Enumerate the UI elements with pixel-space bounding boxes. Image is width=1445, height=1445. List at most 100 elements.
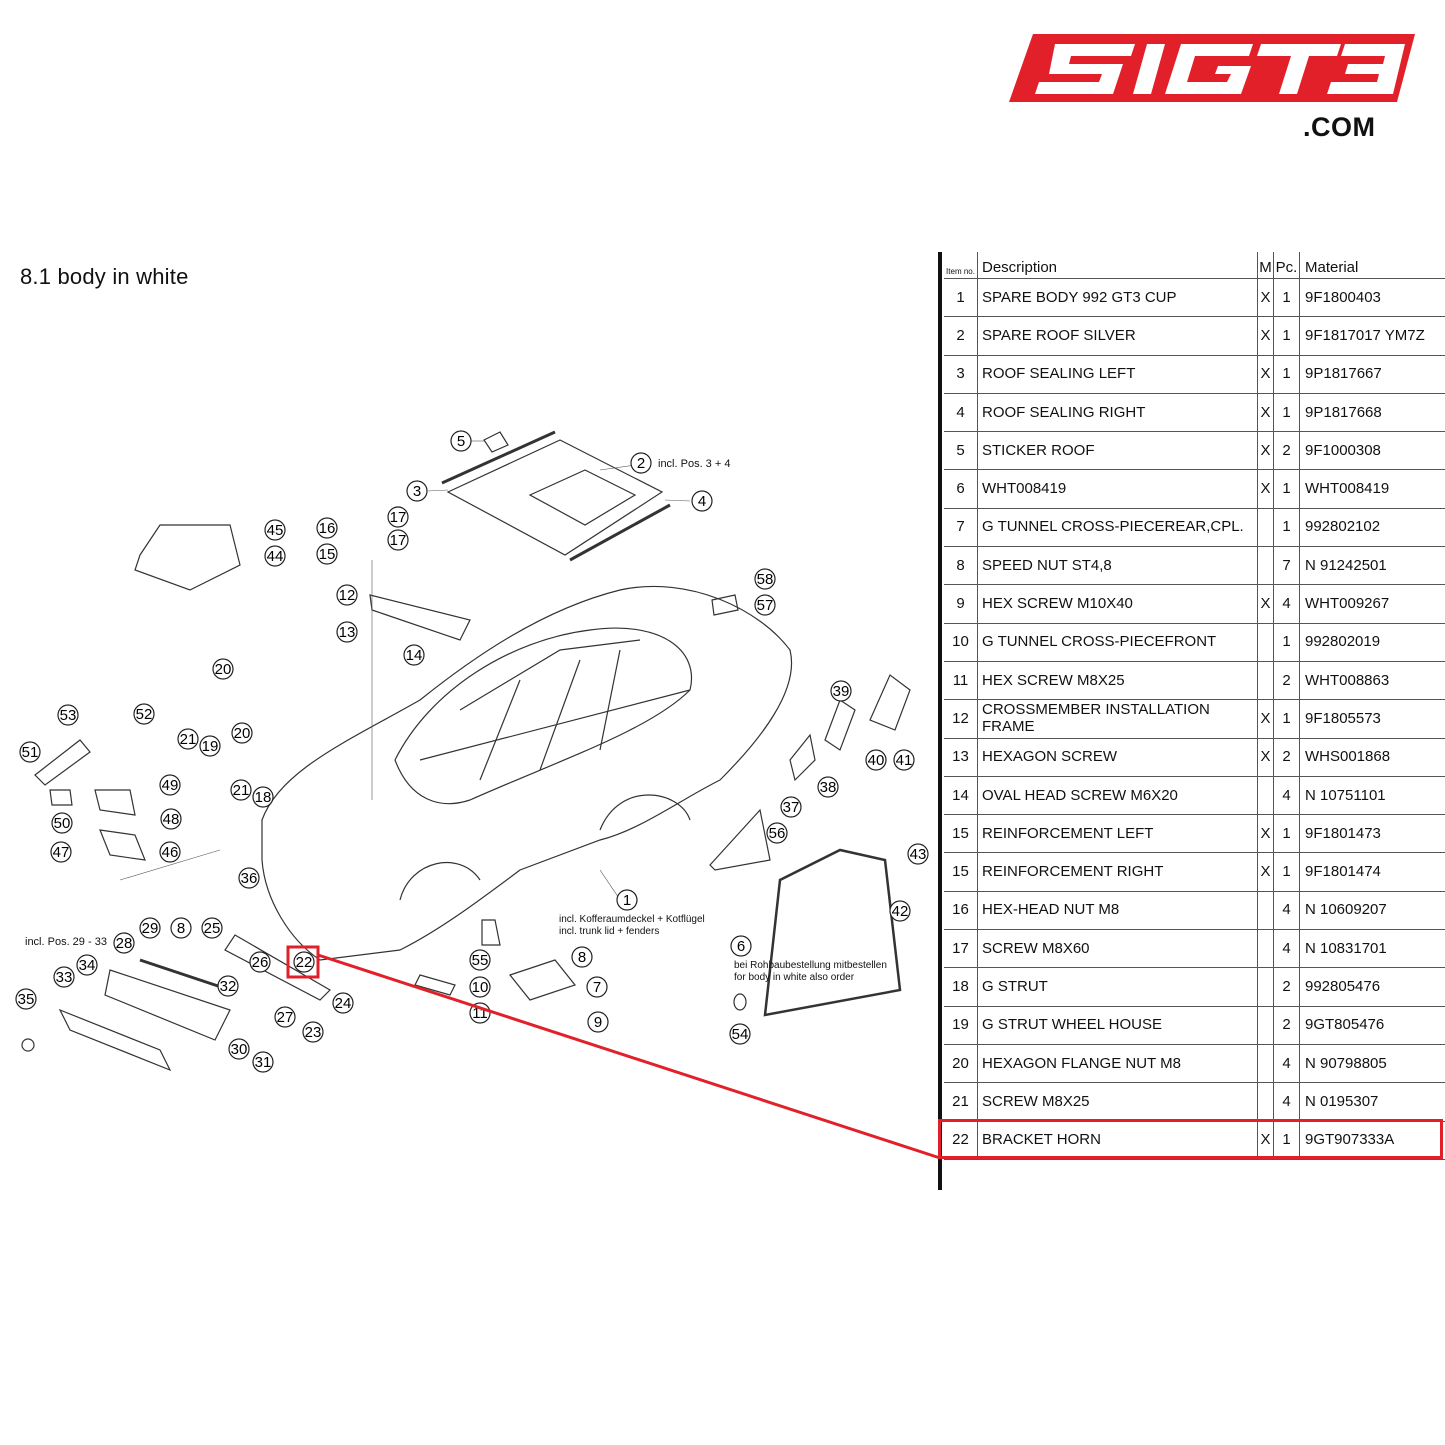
m-cell (1258, 890, 1274, 930)
pc-cell: 1 (1274, 316, 1300, 355)
description-cell: ROOF SEALING RIGHT (978, 392, 1258, 432)
material-cell: 9F1801473 (1305, 824, 1381, 842)
highlight-box-22 (286, 945, 320, 979)
pc-cell: 2 (1274, 661, 1300, 700)
pc-cell: 1 (1274, 278, 1300, 317)
pc-cell: 7 (1274, 546, 1300, 585)
m-cell (1258, 546, 1274, 585)
description-cell: G TUNNEL CROSS-PIECEREAR,CPL. (978, 507, 1258, 547)
m-cell (1258, 1005, 1274, 1044)
m-cell (1258, 507, 1274, 547)
pc-cell: 4 (1274, 1044, 1300, 1083)
pc-cell: 1 (1274, 507, 1300, 547)
m-cell (1258, 929, 1274, 968)
m-cell: X (1258, 814, 1274, 853)
item-no-cell: 8 (944, 546, 978, 585)
m-cell (1258, 661, 1274, 700)
m-cell: X (1258, 699, 1274, 738)
item-no-cell: 5 (944, 431, 978, 470)
sigt3-logo (1009, 34, 1415, 102)
material-cell: N 91242501 (1305, 556, 1387, 574)
material-cell: WHT009267 (1305, 595, 1390, 613)
item-no-cell: 15 (944, 852, 978, 891)
description-cell: SCREW M8X25 (978, 1082, 1258, 1121)
m-cell: X (1258, 469, 1274, 508)
item-no-cell: 12 (944, 699, 978, 738)
material-cell: 9F1000308 (1305, 441, 1381, 459)
description-cell: ROOF SEALING LEFT (978, 354, 1258, 393)
material-cell: N 10831701 (1305, 939, 1387, 957)
header-m: M (1258, 252, 1274, 278)
description-cell: HEXAGON FLANGE NUT M8 (978, 1044, 1258, 1083)
item-no-cell: 22 (944, 1120, 978, 1159)
pc-cell: 1 (1274, 469, 1300, 508)
material-cell: 992802019 (1305, 633, 1381, 651)
note-trunk-lid-en: incl. trunk lid + fenders (559, 926, 660, 937)
pc-cell: 1 (1274, 354, 1300, 393)
pc-cell: 1 (1274, 392, 1300, 432)
description-cell: SPARE ROOF SILVER (978, 316, 1258, 355)
description-cell: HEX SCREW M8X25 (978, 661, 1258, 700)
item-no-cell: 9 (944, 584, 978, 623)
pc-cell: 2 (1274, 1005, 1300, 1044)
note-body-in-white-de: bei Rohbaubestellung mitbestellen (734, 960, 887, 971)
material-cell: N 90798805 (1305, 1054, 1387, 1072)
roof-panel (446, 439, 664, 556)
m-cell: X (1258, 1120, 1274, 1159)
description-cell: STICKER ROOF (978, 431, 1258, 470)
item-no-cell: 14 (944, 775, 978, 815)
m-cell (1258, 1044, 1274, 1083)
item-no-cell: 7 (944, 507, 978, 547)
description-cell: HEX-HEAD NUT M8 (978, 890, 1258, 930)
material-cell: 9P1817668 (1305, 403, 1382, 421)
material-cell: 9F1800403 (1305, 288, 1381, 306)
item-no-cell: 19 (944, 1005, 978, 1044)
body-in-white-diagram (21, 430, 911, 1072)
description-cell: HEXAGON SCREW (978, 737, 1258, 776)
header-description: Description (978, 252, 1258, 278)
material-cell: N 0195307 (1305, 1092, 1379, 1110)
m-cell (1258, 1082, 1274, 1121)
m-cell (1258, 775, 1274, 815)
note-trunk-lid-de: incl. Kofferaumdeckel + Kotflügel (559, 914, 705, 925)
pc-cell: 1 (1274, 852, 1300, 891)
pc-cell: 1 (1274, 1120, 1300, 1159)
item-no-cell: 16 (944, 890, 978, 930)
table-header: Item no. Description M Pc. Material (944, 252, 1445, 279)
description-cell: BRACKET HORN (978, 1120, 1258, 1159)
logo-domain-text: .COM (1303, 112, 1376, 142)
pc-cell: 2 (1274, 737, 1300, 776)
description-cell: WHT008419 (978, 469, 1258, 508)
description-cell: REINFORCEMENT LEFT (978, 814, 1258, 853)
material-cell: 9GT907333A (1305, 1131, 1395, 1149)
m-cell: X (1258, 316, 1274, 355)
material-cell: WHS001868 (1305, 748, 1391, 766)
m-cell: X (1258, 354, 1274, 393)
pc-cell: 4 (1274, 929, 1300, 968)
item-no-cell: 10 (944, 622, 978, 661)
description-cell: REINFORCEMENT RIGHT (978, 852, 1258, 891)
m-cell: X (1258, 392, 1274, 432)
item-no-cell: 21 (944, 1082, 978, 1121)
m-cell: X (1258, 584, 1274, 623)
material-cell: 992805476 (1305, 978, 1381, 996)
item-no-cell: 17 (944, 929, 978, 968)
item-no-cell: 15 (944, 814, 978, 853)
material-cell: 9P1817667 (1305, 365, 1382, 383)
